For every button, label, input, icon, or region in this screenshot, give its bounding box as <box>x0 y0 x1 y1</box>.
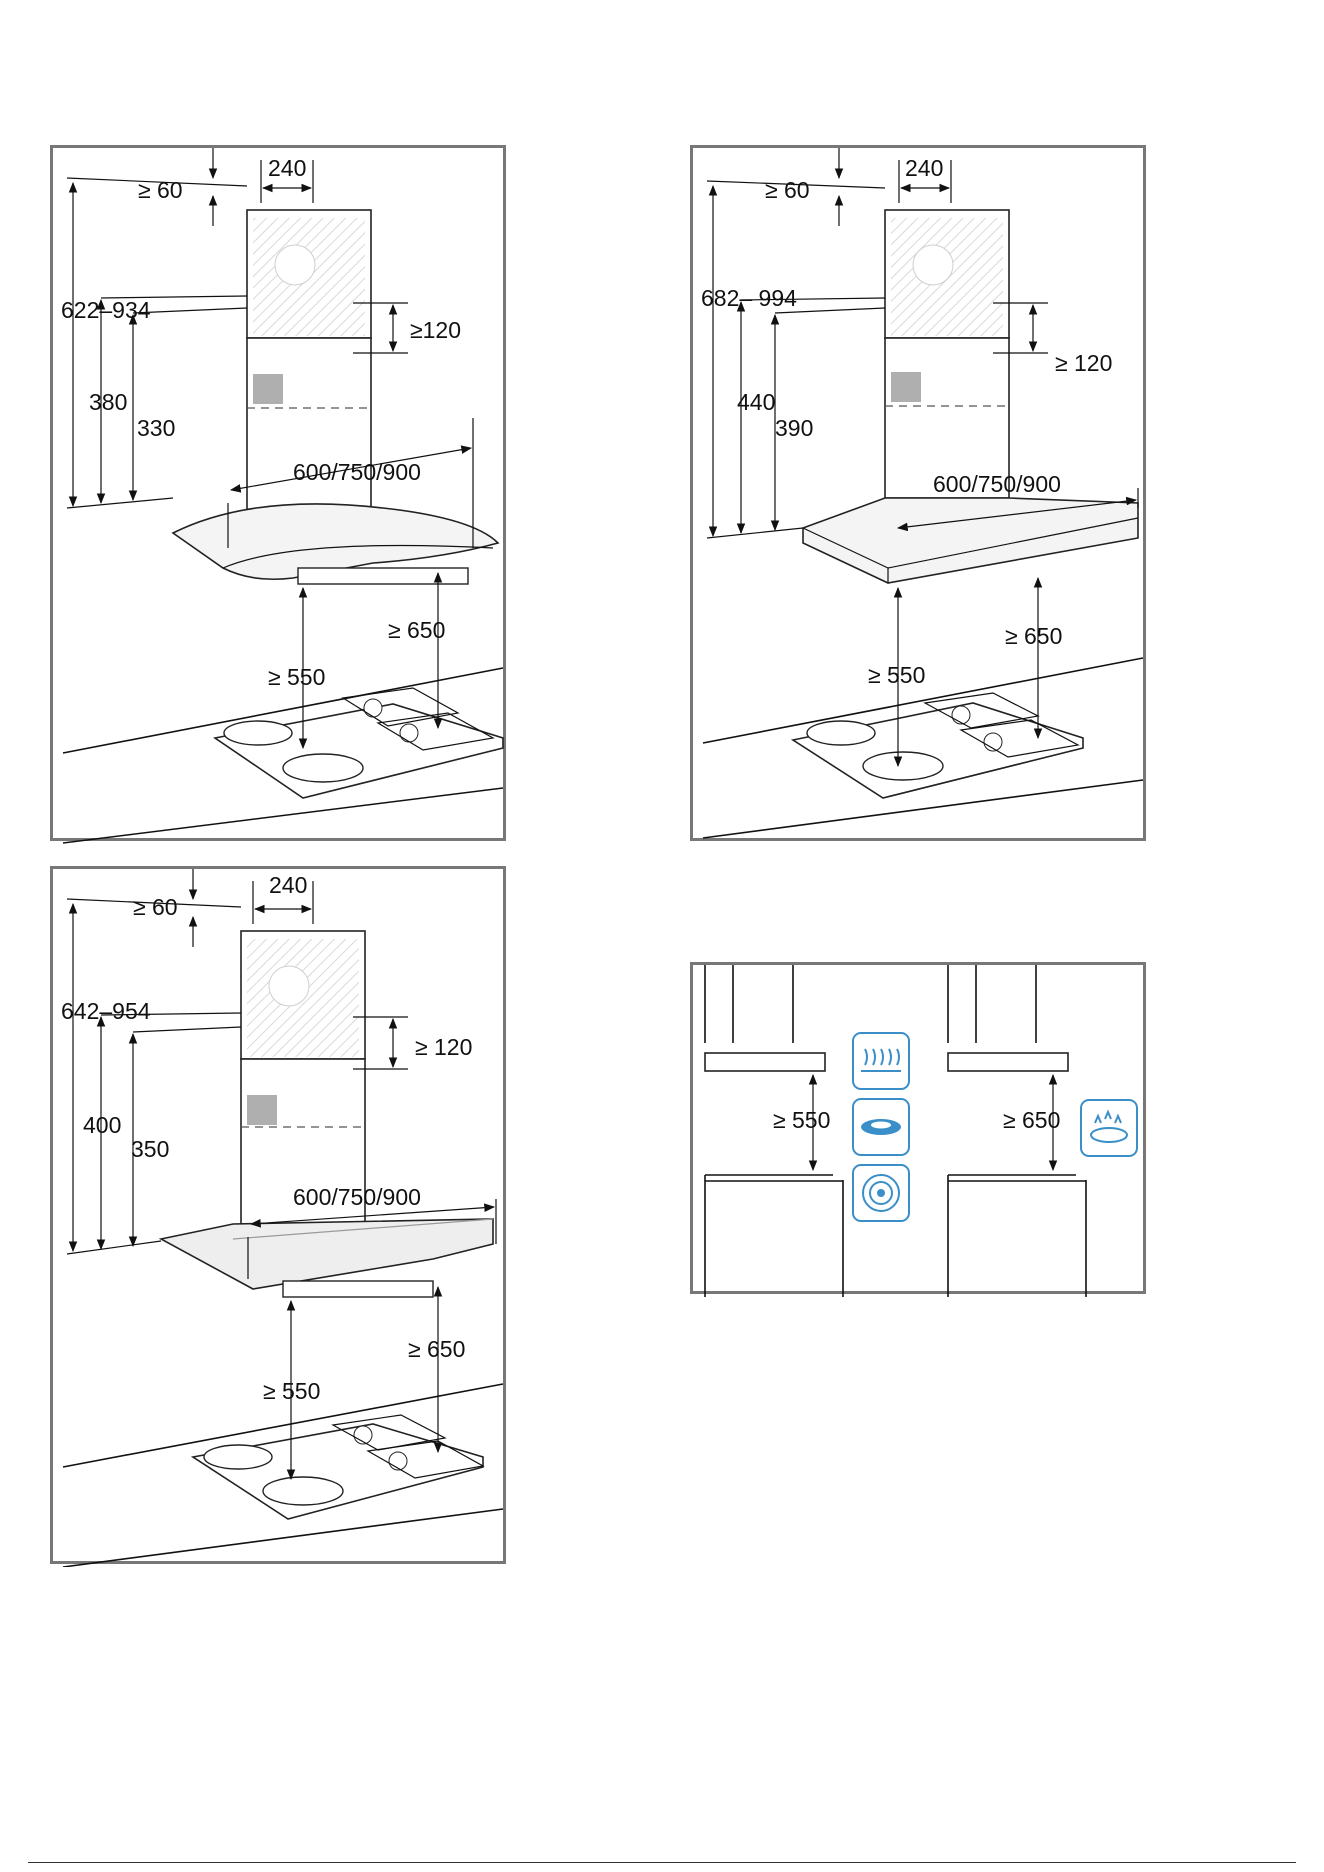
outer-height-label: 380 <box>89 389 127 415</box>
duct-range-label: 642–954 <box>61 998 151 1024</box>
box-canopy <box>803 498 1138 583</box>
electric-zone-1 <box>204 1445 272 1469</box>
width-label: 240 <box>268 155 306 181</box>
electric-clearance-label: ≥ 550 <box>268 664 325 690</box>
electric-clearance-label: ≥ 550 <box>868 662 925 688</box>
panel-flat-glass-hood: 240 ≥ 60 642–954 400 350 ≥ 120 600/750/9… <box>50 866 506 1564</box>
gas-clearance-label: ≥ 650 <box>1003 1107 1060 1133</box>
cooktop <box>193 1424 483 1519</box>
hood-width-label: 600/750/900 <box>293 459 421 485</box>
hood-width-label: 600/750/900 <box>293 1184 421 1210</box>
box-hood-drawing: 240 ≥ 60 682– 994 440 390 ≥ 120 600/750/… <box>693 148 1149 844</box>
lower-chimney <box>247 338 371 518</box>
top-clearance-label: ≥ 60 <box>133 894 178 920</box>
footer-rule <box>28 1862 1296 1863</box>
top-clearance-label: ≥ 60 <box>138 177 183 203</box>
electric-clearance-label: ≥ 550 <box>263 1378 320 1404</box>
flat-hood-drawing: 240 ≥ 60 642–954 400 350 ≥ 120 600/750/9… <box>53 869 509 1567</box>
gas-clearance-label: ≥ 650 <box>388 617 445 643</box>
panel-curved-glass-hood: 240 ≥ 60 622–934 380 330 ≥120 600/750/90… <box>50 145 506 841</box>
solid-plate-icon <box>853 1099 909 1155</box>
clearance-drawing: ≥ 550 ≥ 650 <box>693 965 1149 1297</box>
electric-clearance-label: ≥ 550 <box>773 1107 830 1133</box>
inner-height-label: 390 <box>775 415 813 441</box>
hood-width-label: 600/750/900 <box>933 471 1061 497</box>
glass-canopy <box>161 1219 493 1289</box>
gas-clearance-label: ≥ 650 <box>1005 623 1062 649</box>
gas-clearance-label: ≥ 650 <box>408 1336 465 1362</box>
outer-height-label: 400 <box>83 1112 121 1138</box>
gas-burner-2 <box>400 724 418 742</box>
hood-left <box>705 1053 825 1071</box>
gas-burner-icon <box>1081 1100 1137 1156</box>
electric-zone-2 <box>863 752 943 780</box>
overlap-label: ≥ 120 <box>1055 350 1112 376</box>
induction-coil-icon <box>853 1165 909 1221</box>
lower-chimney <box>241 1059 365 1237</box>
gas-burner-2 <box>389 1452 407 1470</box>
inner-height-label: 330 <box>137 415 175 441</box>
electric-zone-2 <box>283 754 363 782</box>
overlap-label: ≥ 120 <box>415 1034 472 1060</box>
width-label: 240 <box>269 872 307 898</box>
electric-zone-2 <box>263 1477 343 1505</box>
hood-right <box>948 1053 1068 1071</box>
gas-burner-1 <box>364 699 382 717</box>
width-label: 240 <box>905 155 943 181</box>
outer-height-label: 440 <box>737 389 775 415</box>
radiant-heater-icon <box>853 1033 909 1089</box>
inner-height-label: 350 <box>131 1136 169 1162</box>
panel-box-hood: 240 ≥ 60 682– 994 440 390 ≥ 120 600/750/… <box>690 145 1146 841</box>
overlap-label: ≥120 <box>410 317 461 343</box>
duct-range-label: 622–934 <box>61 297 151 323</box>
gas-burner-1 <box>952 706 970 724</box>
top-clearance-label: ≥ 60 <box>765 177 810 203</box>
electric-zone-1 <box>224 721 292 745</box>
cooktop <box>215 704 503 798</box>
electric-zone-1 <box>807 721 875 745</box>
curved-hood-drawing: 240 ≥ 60 622–934 380 330 ≥120 600/750/90… <box>53 148 509 844</box>
duct-range-label: 682– 994 <box>701 285 797 311</box>
panel-cooktop-clearance: ≥ 550 ≥ 650 <box>690 962 1146 1294</box>
